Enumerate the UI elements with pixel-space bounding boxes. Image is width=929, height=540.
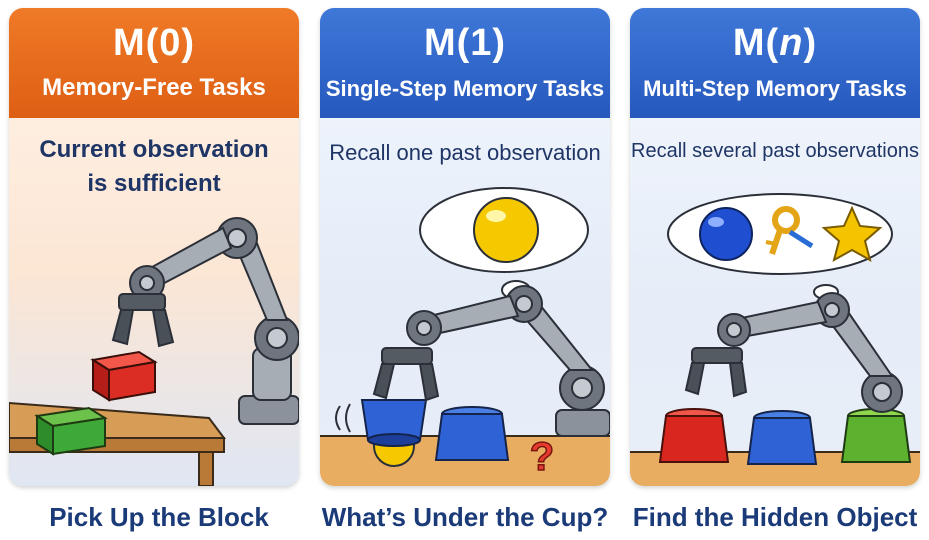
panel-memory-free: M(0) Memory-Free Tasks Current observati… (9, 8, 299, 486)
panel-title-mn-suffix: ) (803, 22, 818, 64)
panel-title-mn-variable: n (779, 22, 804, 64)
key-icon (765, 206, 814, 255)
blue-cup (434, 406, 510, 461)
panel-title-mn-prefix: M( (732, 22, 780, 64)
panel-subtitle-m1: Single-Step Memory Tasks (325, 76, 605, 101)
robot-arm (684, 292, 903, 413)
panel-description-m0-line1: Current observation (39, 136, 269, 163)
scene-hidden-object (630, 193, 920, 486)
panel-title-m1: M(1) (423, 22, 507, 64)
robot-arm (111, 217, 299, 425)
panel-title-m0: M(0) (112, 22, 196, 64)
panel-header-mn: M(n) Multi-Step Memory Tasks (630, 8, 920, 118)
panel-header-m0: M(0) Memory-Free Tasks (9, 8, 299, 118)
panel-description-m0-line2: is sufficient (87, 170, 221, 197)
panel-single-step-memory: M(1) Single-Step Memory Tasks Recall one… (320, 8, 610, 486)
caption-m1: What’s Under the Cup? (321, 502, 609, 532)
red-block (90, 350, 158, 402)
svg-text:?: ? (530, 435, 554, 479)
star-icon (821, 205, 883, 263)
panel-subtitle-m0: Memory-Free Tasks (42, 74, 266, 101)
blue-cup (746, 410, 818, 465)
question-mark-icon: ? (529, 434, 555, 480)
green-cup (840, 408, 912, 463)
green-block (34, 406, 108, 456)
robot-arm (372, 285, 610, 437)
yellow-ball-memory (473, 197, 539, 263)
panel-description-mn: Recall several past observations (631, 140, 919, 162)
scene-cup-memory: ? (320, 187, 610, 486)
panel-description-m1: Recall one past observation (329, 140, 601, 165)
panel-multi-step-memory: M(n) Multi-Step Memory Tasks Recall seve… (630, 8, 920, 486)
red-cup (658, 408, 730, 463)
panel-subtitle-mn: Multi-Step Memory Tasks (643, 76, 907, 101)
caption-m0: Pick Up the Block (49, 502, 269, 532)
panel-title-mn: M(n) (630, 22, 920, 65)
scene-pick-up-block (9, 217, 299, 486)
caption-mn: Find the Hidden Object (632, 502, 918, 532)
blue-cup-lifted (335, 399, 428, 447)
blue-ball-memory (699, 207, 753, 261)
panel-header-m1: M(1) Single-Step Memory Tasks (320, 8, 610, 118)
